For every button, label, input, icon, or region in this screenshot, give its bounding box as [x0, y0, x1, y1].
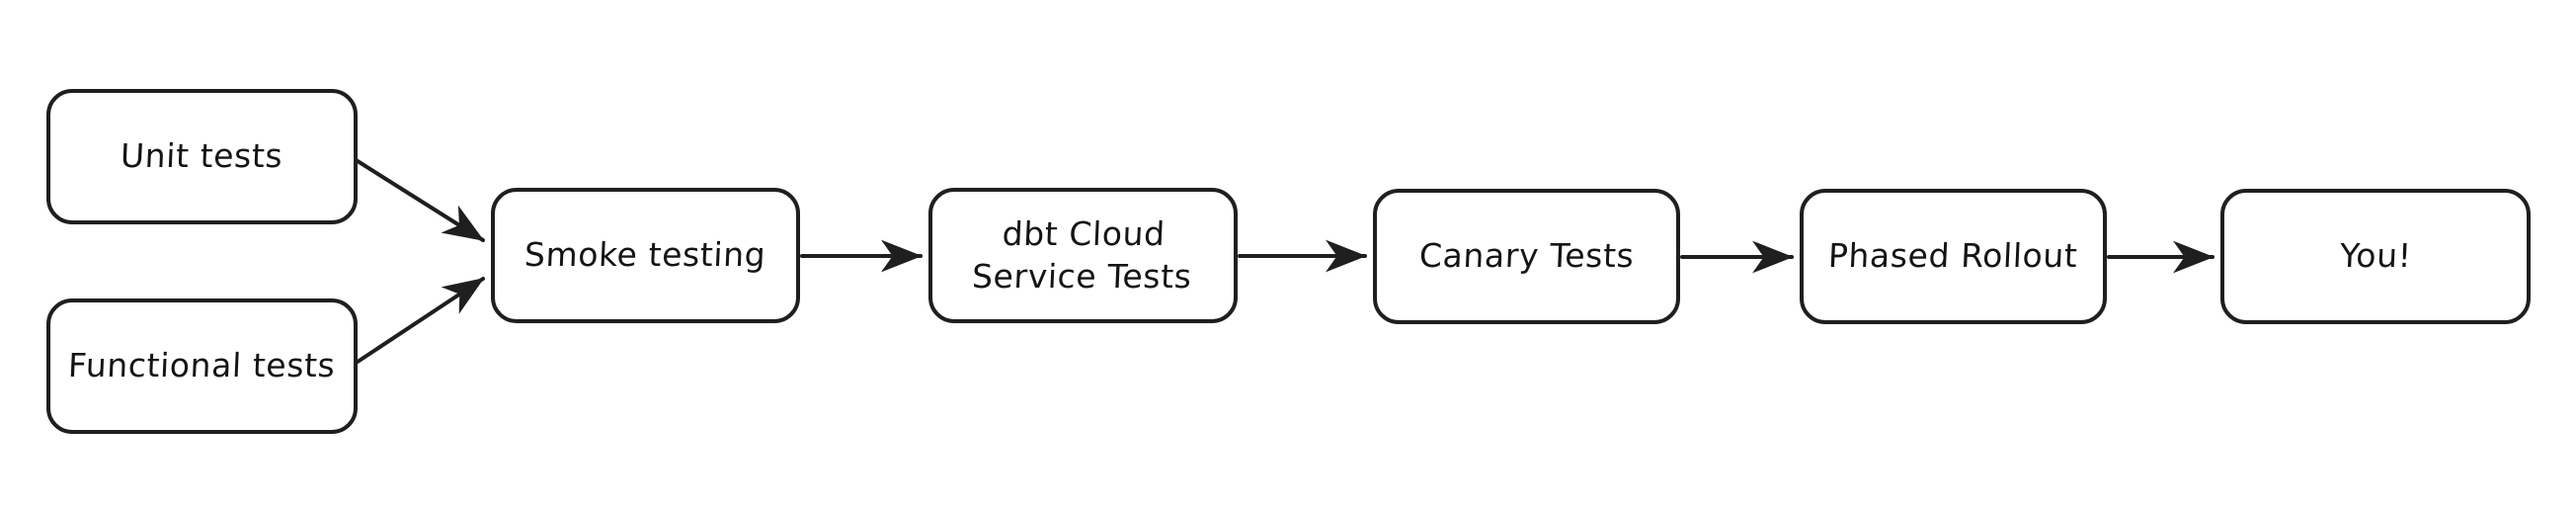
node-label-dbt-cloud-service-tests: dbt Cloud Service Tests: [971, 213, 1193, 296]
node-phased-rollout[interactable]: Phased Rollout: [1800, 189, 2107, 324]
node-you[interactable]: You!: [2220, 189, 2531, 324]
edge-unit-tests-to-smoke-testing: [356, 159, 485, 242]
node-label-unit-tests: Unit tests: [120, 136, 284, 176]
node-smoke-testing[interactable]: Smoke testing: [491, 188, 800, 323]
node-canary-tests[interactable]: Canary Tests: [1373, 189, 1680, 324]
node-unit-tests[interactable]: Unit tests: [46, 89, 358, 224]
node-label-canary-tests: Canary Tests: [1418, 236, 1636, 276]
node-label-functional-tests: Functional tests: [67, 346, 337, 385]
edge-functional-tests-to-smoke-testing: [356, 277, 485, 364]
node-label-you: You!: [2338, 236, 2413, 276]
node-dbt-cloud-service-tests[interactable]: dbt Cloud Service Tests: [928, 188, 1238, 323]
node-label-phased-rollout: Phased Rollout: [1827, 236, 2079, 276]
node-label-smoke-testing: Smoke testing: [523, 235, 767, 275]
node-functional-tests[interactable]: Functional tests: [46, 298, 358, 434]
